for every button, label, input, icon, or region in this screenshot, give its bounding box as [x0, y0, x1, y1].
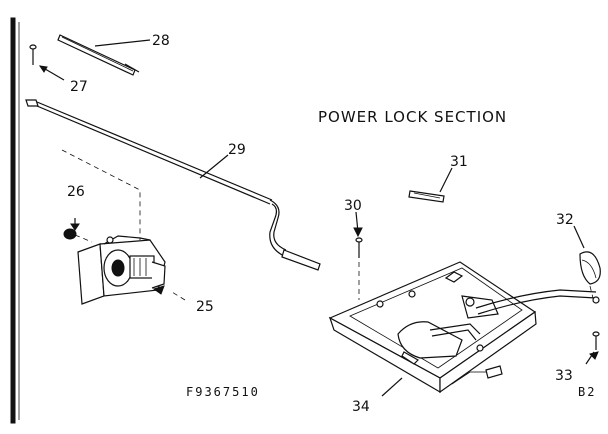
arrow-33 [589, 351, 599, 360]
part-34-lock-plate [328, 261, 597, 394]
diagram-title: POWER LOCK SECTION [318, 108, 507, 126]
callout-28: 28 [152, 33, 170, 49]
drawing-code: F9367510 [186, 385, 260, 399]
part-25-motor [77, 235, 166, 305]
leader-28 [94, 39, 151, 47]
arrow-30 [353, 227, 363, 238]
leader-29 [199, 154, 229, 179]
callout-27: 27 [70, 79, 88, 95]
part-33-screw [592, 296, 600, 350]
callout-26: 26 [67, 184, 85, 200]
callout-25: 25 [196, 299, 214, 315]
leader-25 [171, 291, 186, 301]
part-30-screw [355, 237, 363, 258]
alignment-line-32 [589, 285, 594, 299]
leader-34 [381, 377, 403, 397]
leader-32 [573, 225, 585, 249]
frame-bar [10, 17, 20, 424]
part-26-screw [63, 228, 93, 243]
callout-30: 30 [344, 198, 362, 214]
part-27-screw [29, 44, 37, 65]
callout-31: 31 [450, 154, 468, 170]
part-29-rod [25, 99, 321, 271]
callout-33: 33 [555, 368, 573, 384]
leader-31 [439, 167, 453, 193]
part-31-clip [408, 190, 445, 203]
callout-29: 29 [228, 142, 246, 158]
callout-34: 34 [352, 399, 370, 415]
part-28-pin [57, 34, 140, 76]
arrow-25 [152, 285, 165, 295]
page-code: B2 [578, 385, 596, 399]
arrow-26 [70, 223, 80, 231]
callout-32: 32 [556, 212, 574, 228]
arrow-27 [38, 65, 48, 73]
part-32-knob [579, 251, 601, 285]
alignment-line-motor [61, 149, 141, 240]
